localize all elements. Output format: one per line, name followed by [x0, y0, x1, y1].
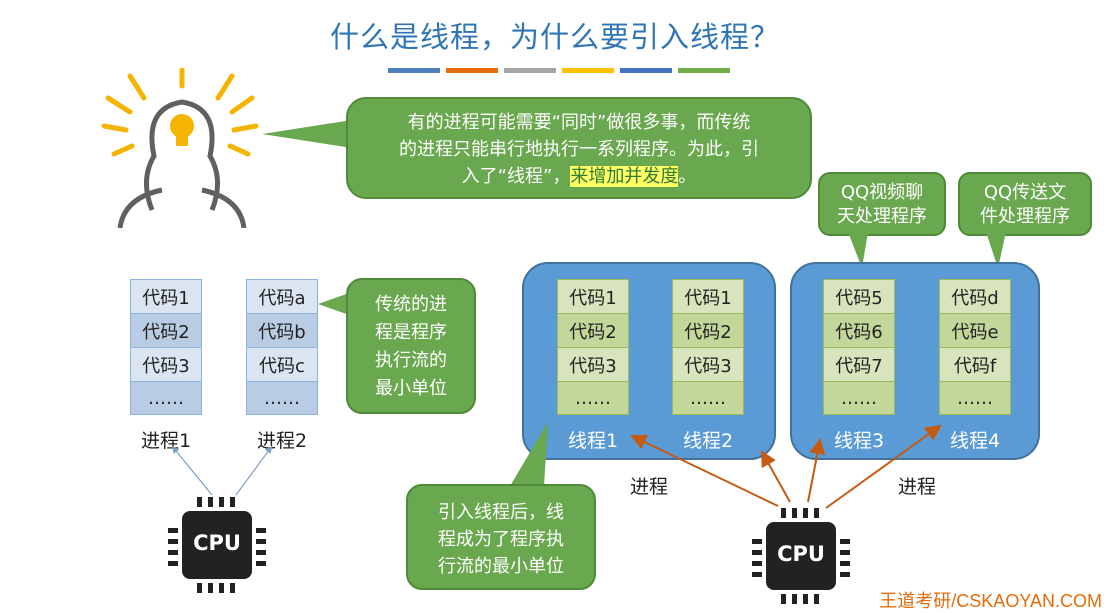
thread2-stack: 代码1 代码2 代码3 ……	[672, 279, 744, 415]
code-cell: ……	[672, 381, 744, 415]
thread1-stack: 代码1 代码2 代码3 ……	[557, 279, 629, 415]
code-cell: 代码5	[823, 279, 895, 313]
qq-video-line-1: QQ视频聊	[840, 182, 924, 203]
code-cell: 代码2	[557, 313, 629, 347]
note-line: 程是程序	[375, 322, 447, 343]
thread-note-bubble: 引入线程后，线 程成为了程序执 行流的最小单位	[406, 484, 596, 590]
code-cell: 代码3	[557, 347, 629, 381]
intro-line-3: 入了“线程”，来增加并发度。	[348, 163, 810, 190]
process2-stack: 代码a 代码b 代码c ……	[246, 279, 318, 415]
thread1-label: 线程1	[567, 430, 619, 452]
thread4-stack: 代码d 代码e 代码f ……	[939, 279, 1011, 415]
process1-stack: 代码1 代码2 代码3 ……	[130, 279, 202, 415]
code-cell: 代码3	[130, 347, 202, 381]
code-cell: 代码2	[130, 313, 202, 347]
cpu-label: CPU	[193, 531, 241, 555]
thread3-label: 线程3	[833, 430, 885, 452]
chip-icon	[168, 497, 266, 593]
thread4-label: 线程4	[949, 430, 1001, 452]
qq-file-line-2: 件处理程序	[980, 206, 1070, 227]
code-cell: ……	[246, 381, 318, 415]
note-line: 最小单位	[375, 378, 447, 399]
process-right-label: 进程	[897, 476, 936, 498]
intro-line-3-prefix: 入了“线程”，	[461, 166, 571, 187]
code-cell: 代码e	[939, 313, 1011, 347]
cpu-chip-right: CPU	[748, 506, 854, 606]
intro-bubble: 有的进程可能需要“同时”做很多事，而传统 的进程只能串行地执行一系列程序。为此，…	[346, 97, 812, 199]
note-line: 行流的最小单位	[438, 556, 564, 577]
code-cell: 代码1	[557, 279, 629, 313]
code-cell: 代码f	[939, 347, 1011, 381]
intro-line-3-suffix: 。	[678, 166, 697, 187]
qq-file-bubble: QQ传送文 件处理程序	[958, 172, 1092, 236]
thread-note-tail	[510, 422, 548, 486]
code-cell: 代码7	[823, 347, 895, 381]
note-line: 传统的进	[375, 294, 447, 315]
code-cell: ……	[130, 381, 202, 415]
qq-file-line-1: QQ传送文	[983, 182, 1067, 203]
qq-bubble-tails	[848, 232, 1006, 268]
thinking-person-icon	[101, 68, 259, 228]
intro-line-1: 有的进程可能需要“同时”做很多事，而传统	[407, 112, 751, 133]
watermark: 王道考研/CSKAOYAN.COM	[879, 591, 1102, 611]
code-cell: 代码d	[939, 279, 1011, 313]
thread3-stack: 代码5 代码6 代码7 ……	[823, 279, 895, 415]
code-cell: 代码1	[672, 279, 744, 313]
code-cell: ……	[557, 381, 629, 415]
thread2-label: 线程2	[682, 430, 734, 452]
code-cell: 代码3	[672, 347, 744, 381]
traditional-note-bubble: 传统的进 程是程序 执行流的 最小单位	[346, 278, 476, 414]
note-line: 程成为了程序执	[438, 529, 564, 550]
code-cell: 代码b	[246, 313, 318, 347]
code-cell: 代码c	[246, 347, 318, 381]
process-left-label: 进程	[629, 476, 668, 498]
code-cell: ……	[939, 381, 1011, 415]
code-cell: 代码6	[823, 313, 895, 347]
page-title: 什么是线程，为什么要引入线程？	[329, 20, 780, 54]
cpu-chip-left: CPU	[164, 495, 270, 595]
chip-icon	[752, 508, 850, 604]
cpu-label: CPU	[777, 542, 825, 566]
note-line: 引入线程后，线	[438, 502, 564, 523]
traditional-note-tail	[318, 292, 352, 316]
code-cell: 代码1	[130, 279, 202, 313]
qq-video-bubble: QQ视频聊 天处理程序	[818, 172, 946, 236]
qq-video-line-2: 天处理程序	[837, 206, 927, 227]
intro-bubble-tail	[262, 120, 352, 148]
intro-highlight: 来增加并发度	[570, 166, 679, 187]
title-underline-bars	[388, 68, 730, 73]
code-cell: ……	[823, 381, 895, 415]
code-cell: 代码2	[672, 313, 744, 347]
note-line: 执行流的	[375, 350, 447, 371]
code-cell: 代码a	[246, 279, 318, 313]
intro-line-2: 的进程只能串行地执行一系列程序。为此，引	[399, 139, 759, 160]
